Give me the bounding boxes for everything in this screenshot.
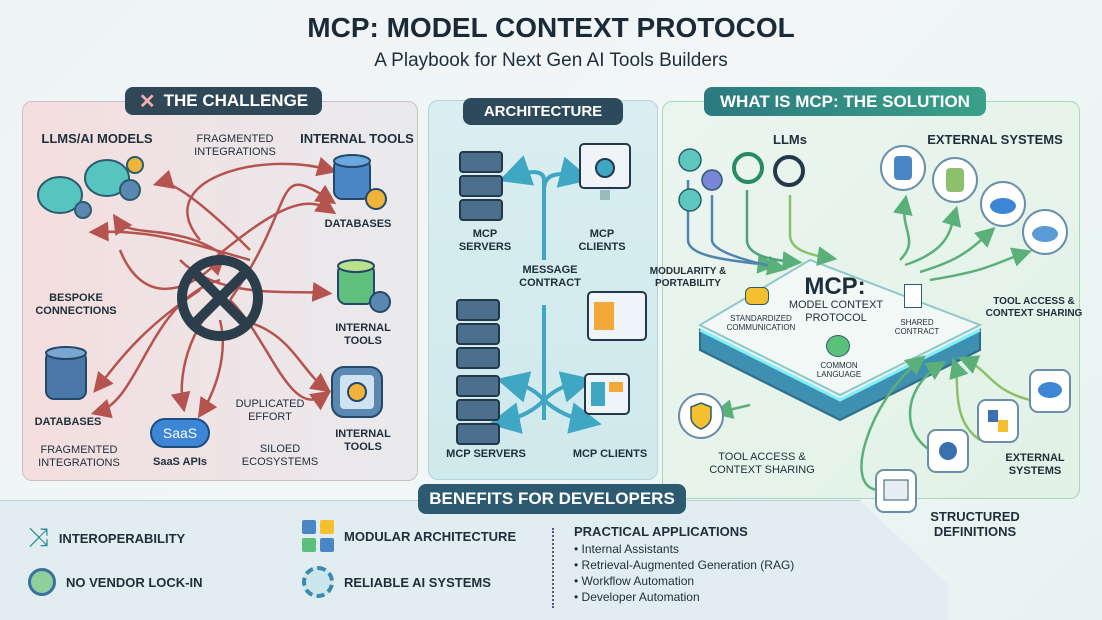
- label-tool-access-right: TOOL ACCESS & CONTEXT SHARING: [985, 296, 1083, 319]
- label-shared-contract: SHARED CONTRACT: [894, 318, 940, 337]
- divider: [552, 528, 554, 608]
- practical-applications: PRACTICAL APPLICATIONS • Internal Assist…: [574, 524, 794, 605]
- label-internal-tools-top: INTERNAL TOOLS: [300, 131, 414, 146]
- benefit-reliable-ai-systems: RELIABLE AI SYSTEMS: [302, 566, 491, 598]
- benefit-interoperability: ⤨ INTEROPERABILITY: [28, 522, 186, 552]
- challenge-heading: ✕ THE CHALLENGE: [125, 87, 322, 115]
- label-mcp-servers-bottom: MCP SERVERS: [446, 448, 526, 460]
- label-mcp-clients-top: MCP CLIENTS: [578, 228, 626, 253]
- list-item: • Internal Assistants: [574, 542, 679, 556]
- no-lock-icon: [28, 568, 56, 596]
- shuffle-icon: ⤨: [28, 522, 49, 552]
- page-title: MCP: MODEL CONTEXT PROTOCOL: [307, 12, 795, 43]
- x-icon: ✕: [138, 90, 156, 113]
- page-subtitle: A Playbook for Next Gen AI Tools Builder…: [374, 50, 728, 71]
- client-monitor-gear-icon: [579, 143, 631, 200]
- label-internal-tools-bottom: INTERNAL TOOLS: [335, 428, 391, 453]
- list-item: • Retrieval-Augmented Generation (RAG): [574, 558, 795, 572]
- mcp-title: MCP:: [804, 273, 866, 300]
- benefit-no-vendor-lock-in: NO VENDOR LOCK-IN: [28, 568, 203, 596]
- benefits-heading: BENEFITS FOR DEVELOPERS: [418, 484, 686, 514]
- label-external-systems-bottom: EXTERNAL SYSTEMS: [1005, 452, 1065, 477]
- label-common-language: COMMON LANGUAGE: [816, 361, 862, 380]
- brain-gear-icon: [37, 156, 144, 219]
- label-mcp-servers-top: MCP SERVERS: [458, 228, 512, 253]
- label-fragmented-integrations-bottom: FRAGMENTED INTEGRATIONS: [38, 444, 120, 469]
- list-item: • Workflow Automation: [574, 574, 695, 588]
- label-siloed-ecosystems: SILOED ECOSYSTEMS: [241, 443, 319, 468]
- database-gear-icon-green: [337, 259, 391, 313]
- message-contract-arrows: [488, 155, 602, 434]
- database-icon: [45, 346, 87, 400]
- modules-icon: [302, 520, 334, 552]
- label-llms-ai-models: LLMs/AI MODELS: [41, 131, 153, 146]
- mcp-subtitle: MODEL CONTEXT PROTOCOL: [788, 299, 884, 324]
- tool-gear-icon: [331, 366, 383, 418]
- label-databases-right: DATABASES: [324, 218, 392, 230]
- server-stack-icon-bottom: [456, 299, 500, 445]
- chat-bubble-icon: [826, 335, 850, 357]
- llm-icons: [678, 148, 805, 212]
- label-fragmented-integrations-top: FRAGMENTED INTEGRATIONS: [194, 133, 276, 158]
- client-monitor-icon: [587, 291, 647, 341]
- benefit-modular-architecture: MODULAR ARCHITECTURE: [302, 520, 516, 552]
- label-external-systems-top: EXTERNAL SYSTEMS: [927, 132, 1063, 147]
- label-databases-left: DATABASES: [34, 416, 102, 428]
- practical-heading: PRACTICAL APPLICATIONS: [574, 524, 748, 539]
- label-duplicated-effort: DUPLICATED EFFORT: [235, 398, 305, 423]
- ai-gear-icon: [302, 566, 334, 598]
- label-saas-apis: SaaS APIs: [152, 456, 207, 468]
- database-gear-icon: [333, 154, 387, 210]
- label-mcp-clients-bottom: MCP CLIENTS: [572, 448, 648, 460]
- speech-bubble-icon: [745, 287, 769, 305]
- label-standardized-communication: STANDARDIZED COMMUNICATION: [726, 314, 796, 333]
- label-modularity-portability: MODULARITY & PORTABILITY: [649, 266, 727, 289]
- shield-icon: [678, 393, 724, 439]
- label-tool-access-bottom: TOOL ACCESS & CONTEXT SHARING: [709, 451, 815, 476]
- list-item: • Developer Automation: [574, 590, 700, 604]
- benefits-panel: [0, 500, 948, 620]
- document-pen-icon: [904, 284, 922, 308]
- solution-heading: WHAT IS MCP: THE SOLUTION: [704, 87, 986, 116]
- saas-cloud-icon: SaaS: [150, 418, 210, 448]
- label-bespoke-connections: BESPOKE CONNECTIONS: [35, 292, 117, 317]
- tool-tiles-icons: [875, 369, 1071, 513]
- server-stack-icon: [459, 151, 503, 221]
- label-internal-tools-mid: INTERNAL TOOLS: [335, 322, 391, 347]
- label-message-contract: MESSAGE CONTRACT: [519, 264, 581, 289]
- external-system-icons: [880, 145, 1068, 255]
- client-monitor-icon-small: [584, 373, 630, 415]
- label-structured-definitions: STRUCTURED DEFINITIONS: [930, 509, 1020, 539]
- label-llms: LLMs: [773, 132, 807, 147]
- architecture-heading: ARCHITECTURE: [463, 98, 623, 125]
